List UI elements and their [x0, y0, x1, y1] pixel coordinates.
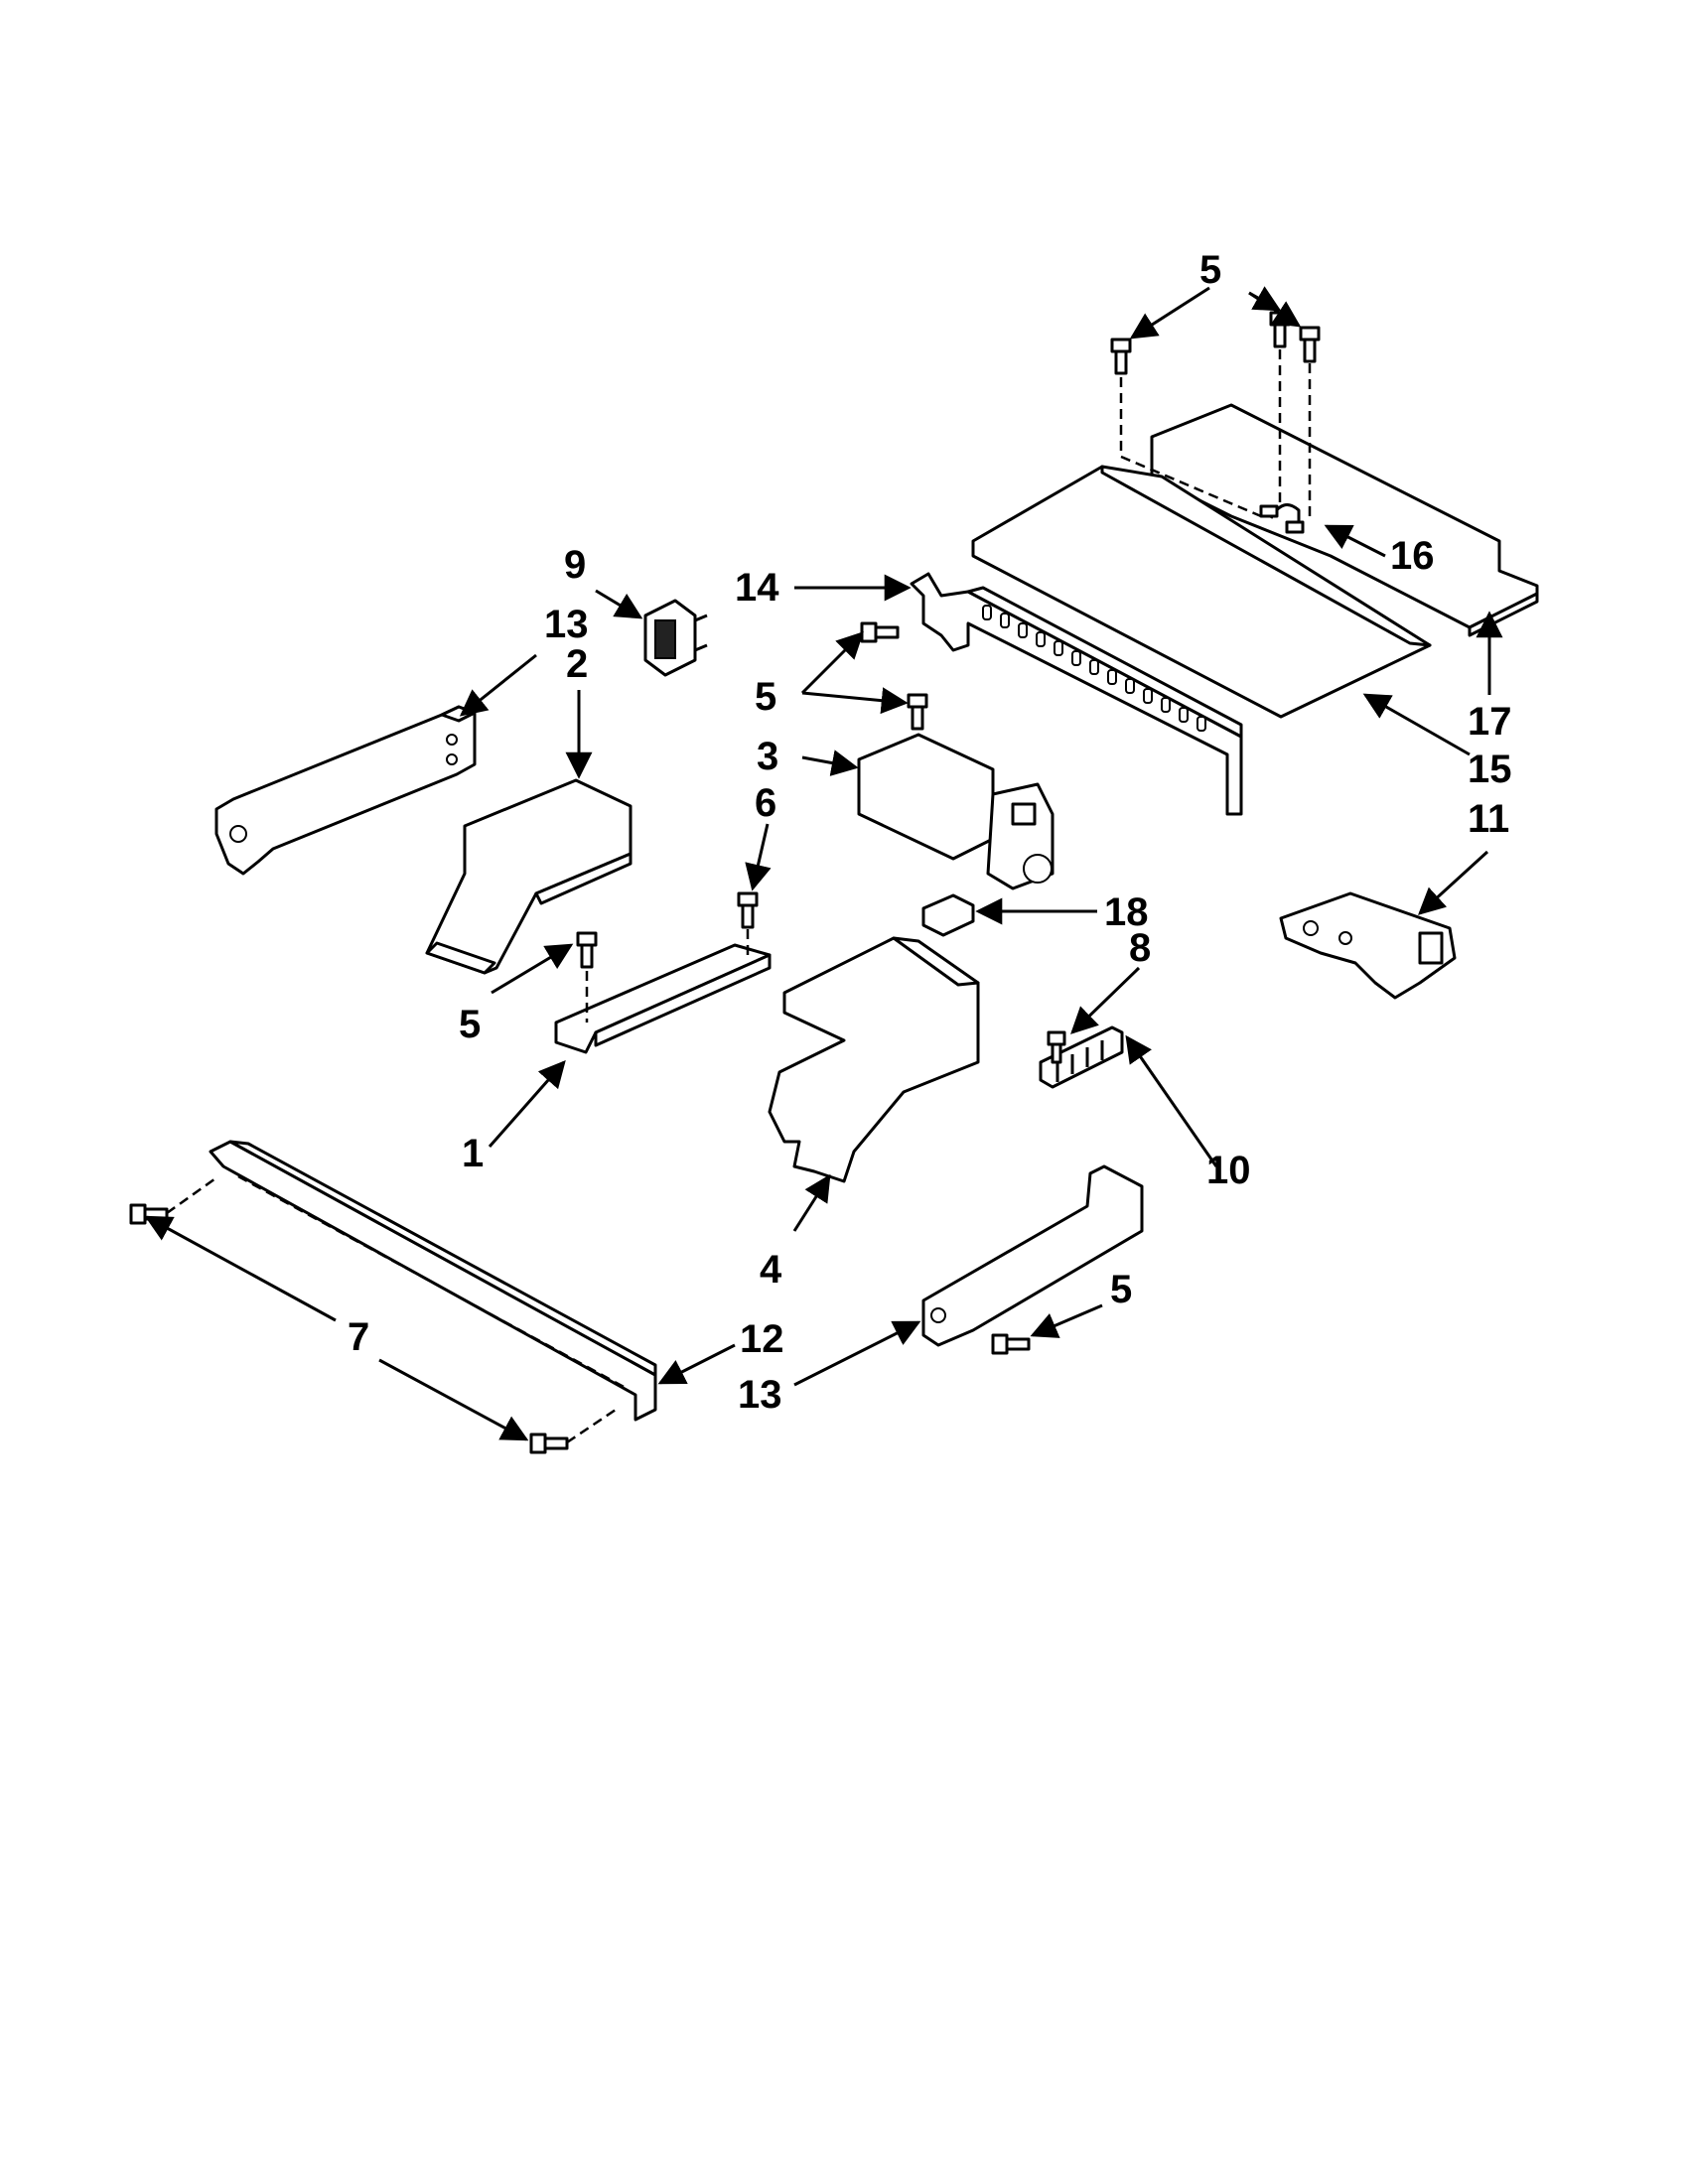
screw-5-top-right — [1299, 326, 1321, 363]
screw-5-top-left — [1110, 338, 1132, 375]
screw-5-bottom — [991, 1333, 1031, 1355]
callout-13-lower: 13 — [738, 1373, 782, 1417]
callout-5-top: 5 — [1199, 248, 1221, 292]
screw-6 — [737, 891, 759, 929]
screw-5-mid-a — [860, 621, 900, 643]
screw-5-left — [576, 931, 598, 969]
screw-5-mid-b — [907, 693, 928, 731]
assembly-lines — [166, 349, 1312, 1444]
part-4-channel — [768, 936, 980, 1183]
part-18-block — [921, 893, 975, 937]
callout-11: 11 — [1468, 797, 1509, 841]
part-13-right-bracket — [921, 1164, 1144, 1347]
callout-6: 6 — [755, 781, 776, 825]
callout-13-upper: 13 — [544, 603, 589, 646]
callout-5-left: 5 — [459, 1003, 481, 1046]
part-3-control — [857, 733, 1055, 890]
part-15-top-panel — [971, 465, 1432, 719]
callout-18: 18 — [1104, 890, 1149, 934]
part-14-vent-bracket — [910, 572, 1243, 816]
part-2-duct — [425, 778, 633, 975]
callout-7: 7 — [348, 1315, 369, 1359]
callout-5-mid: 5 — [755, 675, 776, 719]
callout-5-bottom: 5 — [1110, 1268, 1132, 1311]
callout-3: 3 — [757, 735, 778, 778]
callout-2: 2 — [566, 642, 588, 686]
screw-8 — [1047, 1030, 1066, 1064]
part-1-rail — [554, 943, 772, 1054]
part-17-cover-panel — [1150, 403, 1539, 637]
part-9-switch — [643, 599, 708, 677]
vent-slots — [982, 605, 1206, 732]
part-12-long-rail — [209, 1140, 657, 1422]
callout-10: 10 — [1206, 1149, 1251, 1192]
leader-arrows — [144, 286, 1503, 1441]
callout-labels: 5 9 16 14 13 2 5 17 3 15 6 11 18 8 5 1 1… — [348, 248, 1512, 1417]
part-11-plate — [1279, 891, 1457, 1000]
callout-14: 14 — [735, 566, 779, 610]
callout-4: 4 — [760, 1248, 782, 1292]
screw-7-right — [529, 1433, 569, 1454]
callout-1: 1 — [462, 1132, 484, 1175]
callout-8: 8 — [1129, 926, 1151, 970]
screw-7-left — [129, 1203, 169, 1225]
callout-17: 17 — [1468, 700, 1512, 744]
screw-icons — [129, 311, 1321, 1454]
part-10-terminal-block — [1039, 1025, 1124, 1089]
callout-12: 12 — [740, 1317, 784, 1361]
part-13-left-bracket — [214, 705, 477, 876]
callout-16: 16 — [1390, 534, 1435, 578]
part-16-clip — [1259, 503, 1305, 534]
callout-9: 9 — [564, 543, 586, 587]
callout-15: 15 — [1468, 748, 1512, 791]
